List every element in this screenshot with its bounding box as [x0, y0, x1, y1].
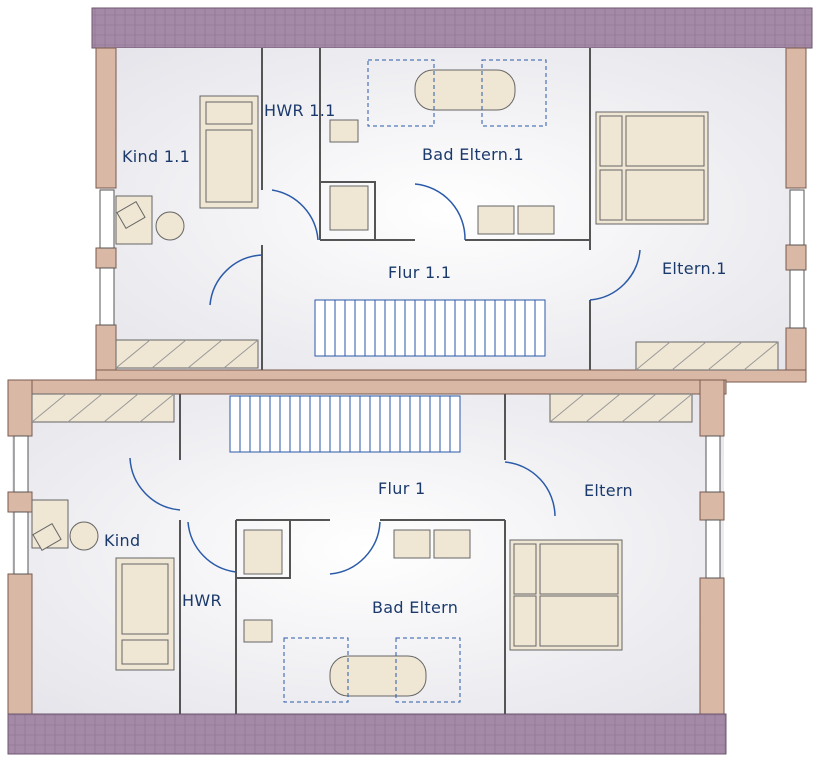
- desk-icon: [115, 195, 153, 245]
- chair-icon: [69, 521, 99, 551]
- door-swing-icon: [129, 457, 556, 575]
- room-label-flur-upper: Flur 1.1: [388, 263, 451, 282]
- window-icon: [13, 435, 721, 579]
- toilet-icon: [243, 619, 273, 643]
- shower-icon: [329, 185, 369, 231]
- roof-strip: [7, 713, 727, 755]
- shower-icon: [367, 59, 547, 127]
- wall-right-lower-3: [699, 577, 725, 715]
- room-label-hwr-upper: HWR 1.1: [264, 101, 336, 120]
- bathtub-icon: [329, 655, 427, 697]
- room-label-eltern-lower: Eltern: [584, 481, 633, 500]
- interior-walls-lower: [179, 394, 506, 714]
- wall-right-upper: [785, 47, 807, 189]
- window-icon: [99, 189, 805, 329]
- room-label-kind-upper: Kind 1.1: [122, 147, 190, 166]
- stairs-icon: [314, 299, 546, 357]
- stairs-icon: [229, 395, 461, 453]
- interior-walls-upper: [261, 48, 591, 370]
- room-label-flur-lower: Flur 1: [378, 479, 425, 498]
- wall-left-lower-2: [7, 491, 33, 513]
- wall-right-upper-2: [785, 244, 807, 271]
- room-label-eltern-upper: Eltern.1: [662, 259, 727, 278]
- wardrobe-icon: [31, 393, 693, 423]
- wall-left-lower: [7, 379, 33, 437]
- chair-icon: [155, 211, 185, 241]
- bed-icon: [199, 95, 259, 209]
- room-label-bad-lower: Bad Eltern: [372, 598, 458, 617]
- sink-icon: [477, 205, 555, 235]
- door-swing-icon: [209, 183, 641, 306]
- room-label-bad-upper: Bad Eltern.1: [422, 145, 524, 164]
- upper-floor: Kind 1.1 HWR 1.1 Bad Eltern.1 Flur 1.1 E…: [91, 7, 813, 383]
- wall-left-upper-2: [95, 247, 117, 269]
- wall-top-lower: [7, 379, 727, 395]
- wall-left-lower-3: [7, 573, 33, 715]
- desk-icon: [31, 499, 69, 551]
- lower-floor: Kind HWR Bad Eltern Flur 1 Eltern: [7, 379, 727, 755]
- room-label-kind-lower: Kind: [104, 531, 140, 550]
- shower-icon: [283, 637, 461, 703]
- roof-strip: [91, 7, 813, 49]
- bed-icon: [509, 539, 623, 651]
- wall-left-upper: [95, 47, 117, 189]
- toilet-icon: [329, 119, 359, 143]
- room-label-hwr-lower: HWR: [182, 591, 222, 610]
- bed-icon: [595, 111, 709, 225]
- shower-icon: [243, 529, 283, 575]
- sink-icon: [393, 529, 471, 559]
- wall-right-lower: [699, 379, 725, 437]
- bathtub-icon: [414, 69, 516, 111]
- bed-icon: [115, 557, 175, 671]
- wardrobe-icon: [115, 339, 779, 371]
- wall-right-lower-2: [699, 491, 725, 521]
